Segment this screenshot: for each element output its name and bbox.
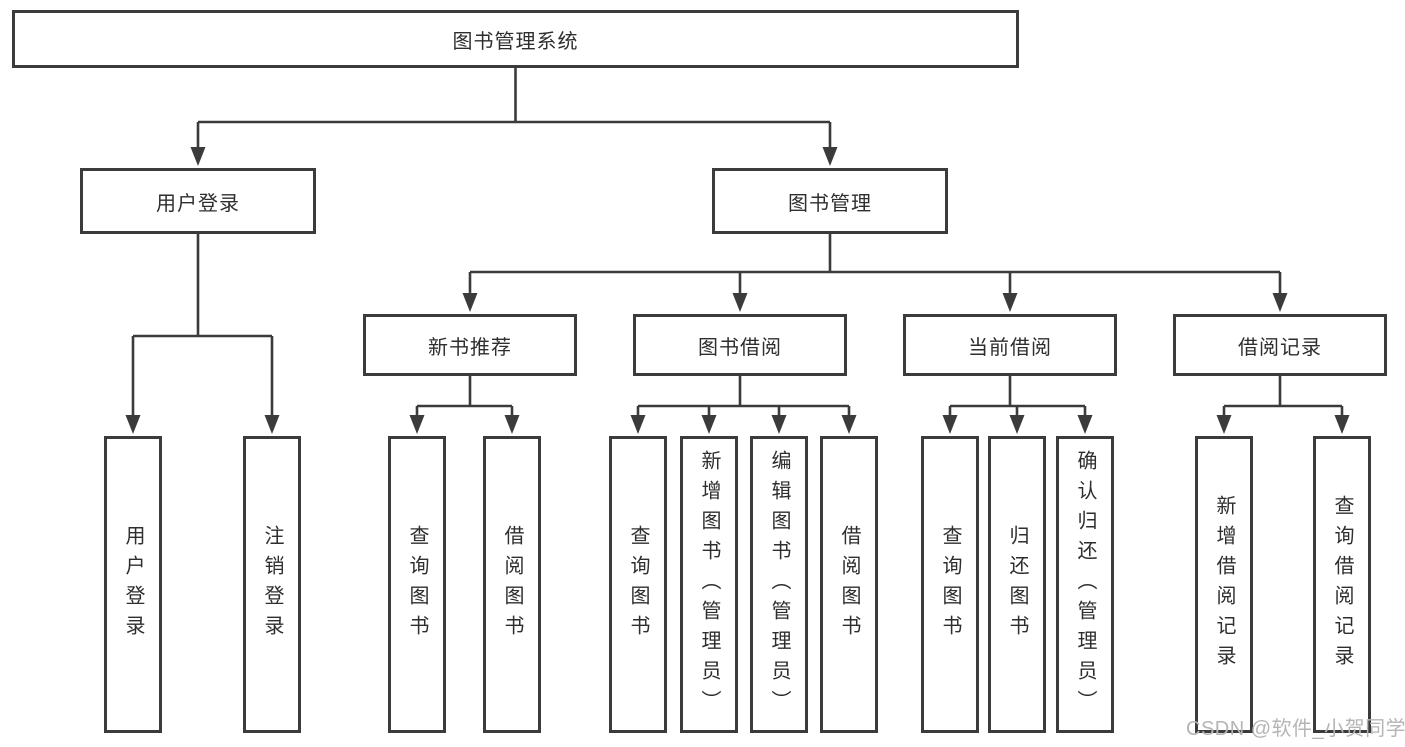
leaf-logout-login: 注销登录 <box>243 436 301 733</box>
node-book-management: 图书管理 <box>712 168 948 234</box>
leaf-add-borrow-record: 新增借阅记录 <box>1195 436 1253 733</box>
node-library-management-system: 图书管理系统 <box>12 10 1019 68</box>
leaf-search-books-recommend: 查询图书 <box>388 436 446 733</box>
leaf-label: 查询图书 <box>939 524 961 645</box>
leaf-label: 注销登录 <box>261 524 283 645</box>
leaf-label: 用户登录 <box>122 524 144 645</box>
node-book-borrowing: 图书借阅 <box>633 314 847 376</box>
node-label: 图书借阅 <box>698 336 782 359</box>
leaf-label: 新增图书（管理员） <box>698 449 720 720</box>
leaf-label: 查询图书 <box>406 524 428 645</box>
leaf-user-login: 用户登录 <box>104 436 162 733</box>
node-current-borrowing: 当前借阅 <box>903 314 1117 376</box>
leaf-label: 借阅图书 <box>838 524 860 645</box>
leaf-search-books-borrowing: 查询图书 <box>609 436 667 733</box>
node-label: 借阅记录 <box>1238 336 1322 359</box>
leaf-search-borrow-record: 查询借阅记录 <box>1313 436 1371 733</box>
node-user-login: 用户登录 <box>80 168 316 234</box>
node-label: 当前借阅 <box>968 336 1052 359</box>
leaf-search-books-current: 查询图书 <box>921 436 979 733</box>
leaf-label: 归还图书 <box>1006 524 1028 645</box>
node-label: 图书管理系统 <box>452 30 579 53</box>
leaf-edit-book-admin: 编辑图书（管理员） <box>750 436 808 733</box>
leaf-add-book-admin: 新增图书（管理员） <box>680 436 738 733</box>
leaf-label: 确认归还（管理员） <box>1074 449 1096 720</box>
leaf-label: 查询图书 <box>627 524 649 645</box>
leaf-label: 编辑图书（管理员） <box>768 449 790 720</box>
node-borrowing-records: 借阅记录 <box>1173 314 1387 376</box>
node-label: 图书管理 <box>788 192 872 215</box>
leaf-return-books: 归还图书 <box>988 436 1046 733</box>
leaf-label: 借阅图书 <box>501 524 523 645</box>
leaf-confirm-return-admin: 确认归还（管理员） <box>1056 436 1114 733</box>
node-label: 新书推荐 <box>428 336 512 359</box>
leaf-label: 查询借阅记录 <box>1331 494 1353 675</box>
node-label: 用户登录 <box>156 192 240 215</box>
leaf-label: 新增借阅记录 <box>1213 494 1235 675</box>
leaf-borrow-books-borrowing: 借阅图书 <box>820 436 878 733</box>
node-new-book-recommendation: 新书推荐 <box>363 314 577 376</box>
leaf-borrow-books-recommend: 借阅图书 <box>483 436 541 733</box>
csdn-watermark: CSDN @软件_小贺同学 <box>1186 718 1405 740</box>
